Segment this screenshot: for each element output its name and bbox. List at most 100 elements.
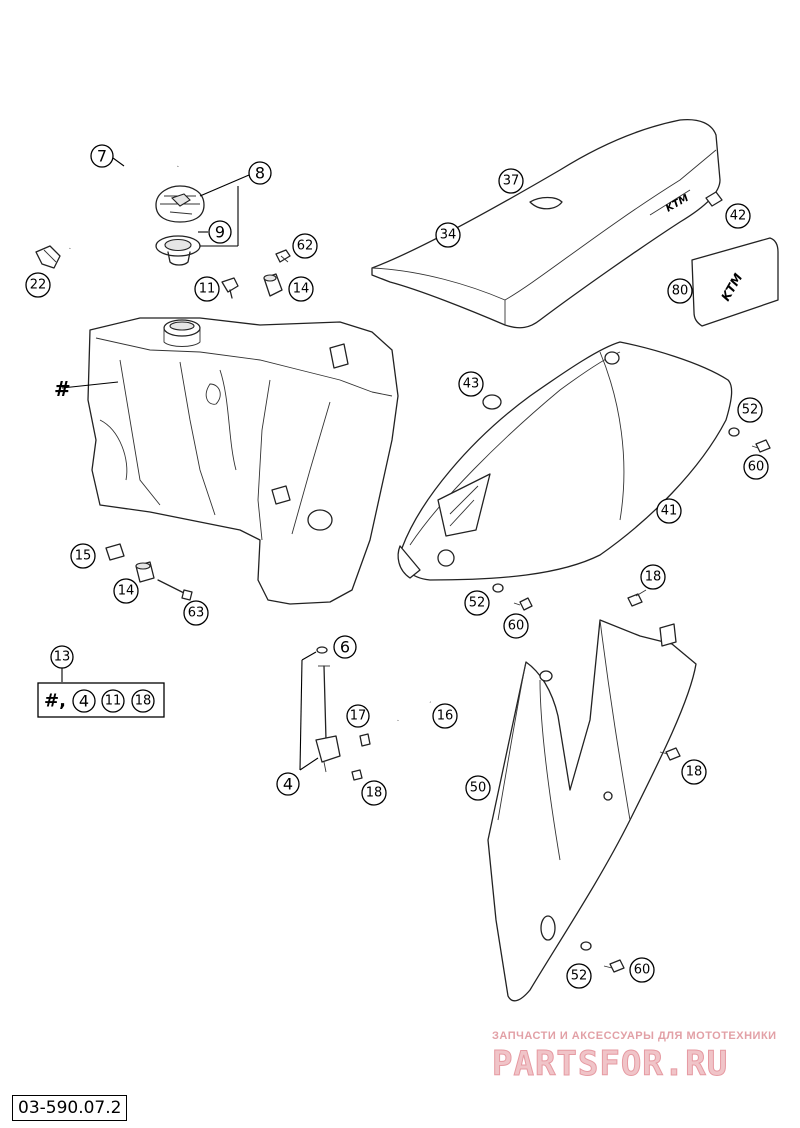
svg-text:6: 6 (340, 638, 350, 657)
callout-43: 43 (458, 371, 484, 397)
callout-52-lower: 52 (566, 963, 592, 989)
svg-text:4: 4 (283, 775, 293, 794)
callout-22: 22 (25, 272, 51, 298)
svg-text:62: 62 (297, 239, 314, 254)
svg-text:4: 4 (79, 692, 89, 711)
fuel-breather-hose (68, 149, 180, 249)
callout-18-side: 18 (681, 759, 707, 785)
bushing-15 (105, 543, 125, 561)
svg-text:22: 22 (30, 278, 47, 293)
callout-62: 62 (292, 233, 318, 259)
callout-8: 8 (248, 161, 272, 185)
callout-4: 4 (276, 772, 300, 796)
svg-text:15: 15 (75, 549, 92, 564)
svg-text:17: 17 (350, 709, 367, 724)
callout-52-upper: 52 (737, 397, 763, 423)
svg-text:50: 50 (470, 781, 487, 796)
washer-52-upper (728, 427, 740, 437)
seat: KTM (371, 118, 723, 329)
callout-37: 37 (498, 168, 524, 194)
hose-nipple (35, 245, 61, 269)
callout-52-middle: 52 (464, 590, 490, 616)
kit-item-4: 4 (72, 689, 96, 713)
callout-60-upper: 60 (743, 454, 769, 480)
radiator-spoiler-right (487, 619, 697, 1002)
svg-text:13: 13 (54, 650, 71, 665)
kit-item-11: 11 (101, 689, 125, 713)
svg-text:7: 7 (97, 147, 107, 166)
svg-text:41: 41 (661, 504, 678, 519)
svg-text:52: 52 (469, 596, 486, 611)
svg-text:60: 60 (508, 619, 525, 634)
screw-60-middle (513, 597, 533, 611)
seat-sticker: KTM (691, 237, 779, 327)
svg-text:60: 60 (634, 963, 651, 978)
tank-label: # (54, 377, 71, 401)
svg-text:37: 37 (503, 174, 520, 189)
callout-11: 11 (194, 276, 220, 302)
rubber-spacer-14-lower (135, 561, 155, 583)
rubber-spacer-14 (263, 273, 283, 297)
svg-text:34: 34 (440, 228, 457, 243)
callout-42: 42 (725, 203, 751, 229)
fuel-tap (315, 646, 363, 781)
kit-prefix: #, (44, 691, 66, 712)
svg-text:9: 9 (215, 223, 225, 242)
hose-clamp-17 (359, 733, 371, 747)
callout-15: 15 (70, 543, 96, 569)
callout-60-middle: 60 (503, 613, 529, 639)
svg-text:8: 8 (255, 164, 265, 183)
svg-text:18: 18 (366, 786, 383, 801)
svg-text:80: 80 (672, 284, 689, 299)
fuel-hose-16 (395, 695, 432, 721)
washer-52-lower (580, 941, 592, 951)
svg-text:18: 18 (686, 765, 703, 780)
svg-text:52: 52 (742, 403, 759, 418)
screw-62 (275, 249, 291, 263)
rubber-cap-43 (482, 394, 502, 410)
svg-text:63: 63 (188, 606, 205, 621)
callout-18-middle: 18 (361, 780, 387, 806)
callout-7: 7 (90, 144, 114, 168)
callout-14-lower: 14 (113, 578, 139, 604)
fuel-cap (155, 185, 205, 223)
radiator-spoiler-left (397, 341, 733, 581)
callout-80: 80 (667, 278, 693, 304)
callout-14-upper: 14 (288, 276, 314, 302)
drawing-number: 03-590.07.2 (12, 1095, 128, 1121)
cap-gasket (155, 235, 201, 266)
kit-box: #, 4 11 18 (37, 682, 165, 718)
callout-41: 41 (656, 498, 682, 524)
svg-text:43: 43 (463, 377, 480, 392)
kit-item-18: 18 (131, 689, 155, 713)
svg-text:18: 18 (135, 694, 152, 709)
callout-17: 17 (346, 704, 370, 728)
callout-60-lower: 60 (629, 957, 655, 983)
svg-text:18: 18 (645, 570, 662, 585)
callout-16: 16 (432, 703, 458, 729)
svg-text:42: 42 (730, 209, 747, 224)
screw-60-lower (603, 959, 625, 973)
callout-13: 13 (50, 645, 74, 669)
screw-60-upper (751, 439, 771, 453)
bolt-63 (157, 579, 193, 601)
screw-11 (221, 277, 239, 299)
svg-text:60: 60 (748, 460, 765, 475)
callout-63: 63 (183, 600, 209, 626)
washer-52-middle (492, 583, 504, 593)
callout-50: 50 (465, 775, 491, 801)
callout-18-upper: 18 (640, 564, 666, 590)
svg-text:16: 16 (437, 709, 454, 724)
fuel-tank (87, 317, 399, 605)
svg-text:11: 11 (199, 282, 216, 297)
svg-text:11: 11 (105, 694, 122, 709)
callout-6: 6 (333, 635, 357, 659)
svg-text:14: 14 (118, 584, 135, 599)
watermark-subtitle: ЗАПЧАСТИ И АКСЕССУАРЫ ДЛЯ МОТОТЕХНИКИ (492, 1030, 777, 1042)
screw-18-upper (627, 589, 647, 607)
watermark-brand: PARTSFOR.RU (491, 1044, 729, 1085)
callout-34: 34 (435, 222, 461, 248)
leader-lines (61, 157, 319, 771)
svg-text:14: 14 (293, 282, 310, 297)
